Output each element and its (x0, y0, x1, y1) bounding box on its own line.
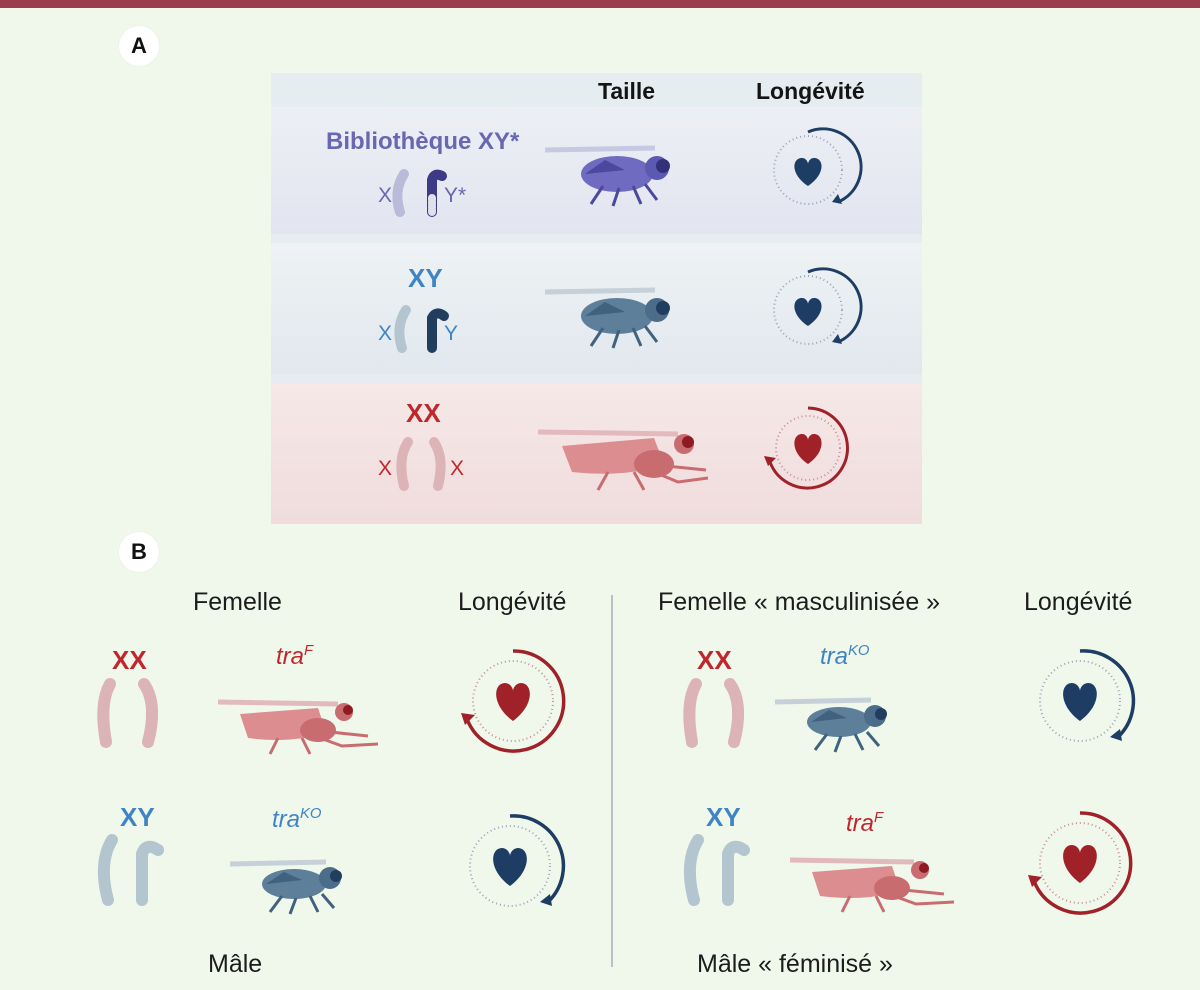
fly-purple-icon (544, 145, 670, 207)
longevity-clock-icon (469, 814, 566, 907)
chromosome-pair-icon (683, 678, 745, 748)
fly-blue-icon (544, 287, 670, 349)
genotype-label-xy: XY (408, 263, 443, 293)
fly-red-icon (537, 429, 709, 491)
genotype-label-xx: XX (406, 398, 441, 428)
longevity-clock-icon (1039, 649, 1136, 742)
genotype-label-xx: XX (697, 645, 732, 675)
panel-divider (611, 595, 613, 967)
chromosome-pair-icon (392, 169, 447, 217)
footer-male: Mâle (208, 950, 263, 978)
chromosome-pair-icon (97, 834, 164, 906)
panel-a-label: A (119, 26, 159, 66)
heading-femelle: Femelle (193, 588, 282, 616)
chromosome-label-x: X (378, 457, 393, 480)
chromosome-label-x: X (450, 457, 465, 480)
footer-male-feminise: Mâle « féminisé » (697, 950, 893, 978)
fly-blue-icon (774, 697, 887, 753)
heading-longevite-left: Longévité (458, 588, 567, 616)
chromosome-label-x: X (378, 322, 393, 345)
longevity-clock-icon (773, 127, 863, 205)
chromosome-label-y-star: Y* (444, 184, 467, 207)
longevity-clock-icon (461, 649, 566, 753)
chromosome-label-y: Y (444, 322, 459, 345)
chromosome-label-x: X (378, 184, 393, 207)
chromosome-pair-icon (396, 437, 446, 491)
longevity-clock-icon (773, 267, 863, 345)
top-accent-bar (0, 0, 1200, 8)
fly-blue-icon (229, 859, 342, 915)
heading-femelle-masculinisee: Femelle « masculinisée » (658, 588, 941, 616)
genotype-label-xy: XY (706, 802, 741, 832)
genotype-label-xy-star: Bibliothèque XY* (326, 128, 520, 155)
heading-longevite-right: Longévité (1024, 588, 1133, 616)
chromosome-pair-icon (394, 305, 449, 353)
column-header-taille: Taille (598, 78, 656, 104)
genotype-label-xy: XY (120, 802, 155, 832)
fly-red-icon (789, 857, 955, 913)
fly-red-icon (217, 699, 379, 755)
gene-label-tra-ko: traKO (272, 806, 322, 833)
gene-label-tra-f: traF (846, 810, 884, 837)
chromosome-pair-icon (683, 834, 750, 906)
gene-label-tra-f: traF (276, 643, 314, 670)
gene-label-tra-ko: traKO (820, 643, 870, 670)
panel-b-label: B (119, 532, 159, 572)
column-header-longevite: Longévité (756, 78, 865, 104)
genotype-label-xx: XX (112, 645, 147, 675)
chromosome-pair-icon (97, 678, 159, 748)
longevity-clock-icon (764, 406, 849, 490)
longevity-clock-icon (1028, 811, 1133, 915)
